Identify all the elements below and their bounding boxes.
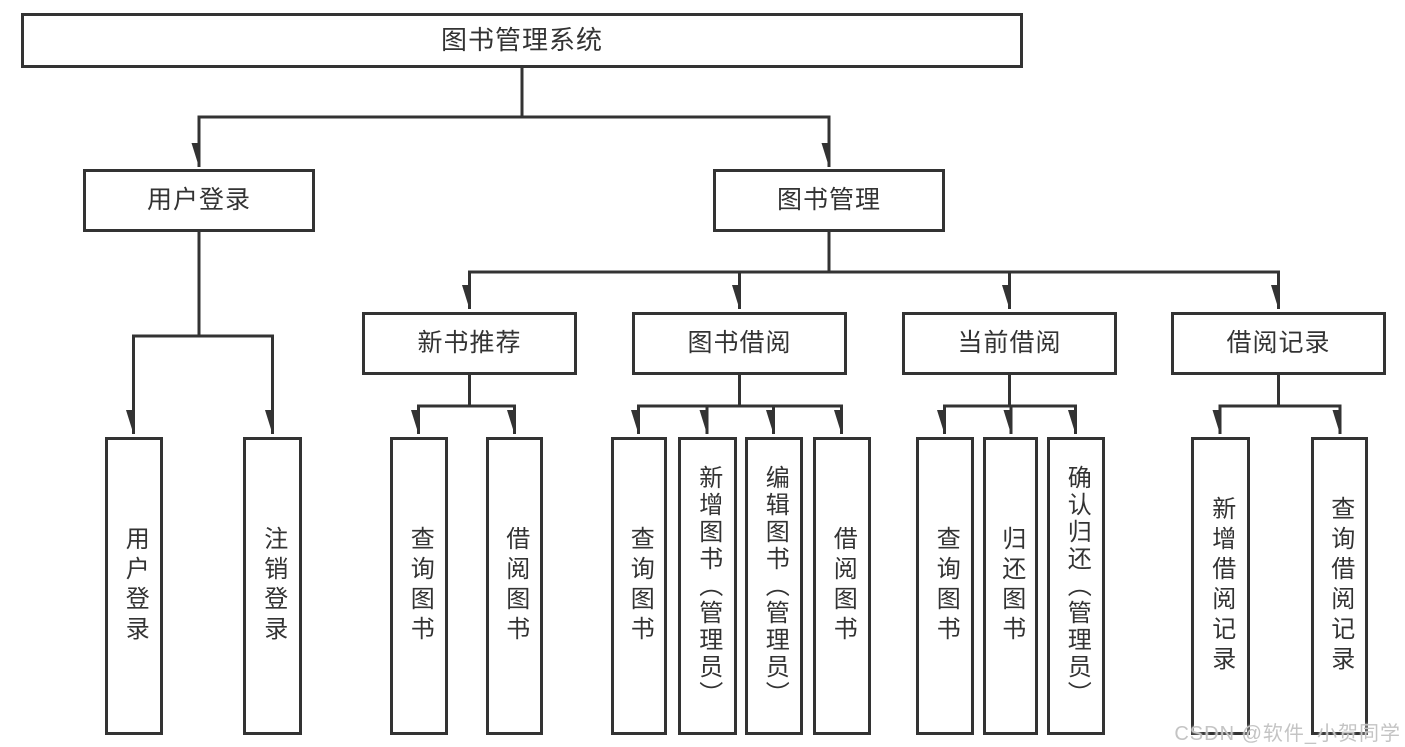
leaf-recommend-query-books: 查询图书 bbox=[390, 437, 448, 735]
node-book-management: 图书管理 bbox=[713, 169, 945, 232]
leaf-logout: 注销登录 bbox=[243, 437, 302, 735]
node-user-login: 用户登录 bbox=[83, 169, 315, 232]
node-borrowing-records: 借阅记录 bbox=[1171, 312, 1386, 375]
leaf-user-login: 用户登录 bbox=[105, 437, 163, 735]
node-new-book-recommend: 新书推荐 bbox=[362, 312, 577, 375]
leaf-current-return-books: 归还图书 bbox=[983, 437, 1038, 735]
leaf-records-query-record: 查询借阅记录 bbox=[1311, 437, 1368, 735]
node-library-management-system: 图书管理系统 bbox=[21, 13, 1023, 68]
node-current-borrowing: 当前借阅 bbox=[902, 312, 1117, 375]
leaf-recommend-borrow-books: 借阅图书 bbox=[486, 437, 543, 735]
leaf-borrow-query-books: 查询图书 bbox=[611, 437, 667, 735]
leaf-borrow-edit-books-admin: 编辑图书（管理员） bbox=[745, 437, 803, 735]
node-book-borrowing: 图书借阅 bbox=[632, 312, 847, 375]
leaf-current-confirm-return-admin: 确认归还（管理员） bbox=[1047, 437, 1105, 735]
csdn-watermark: CSDN @软件_小贺同学 bbox=[1174, 723, 1401, 745]
leaf-current-query-books: 查询图书 bbox=[916, 437, 974, 735]
leaf-records-add-record: 新增借阅记录 bbox=[1191, 437, 1250, 735]
leaf-borrow-borrow-books: 借阅图书 bbox=[813, 437, 871, 735]
leaf-borrow-add-books-admin: 新增图书（管理员） bbox=[678, 437, 737, 735]
